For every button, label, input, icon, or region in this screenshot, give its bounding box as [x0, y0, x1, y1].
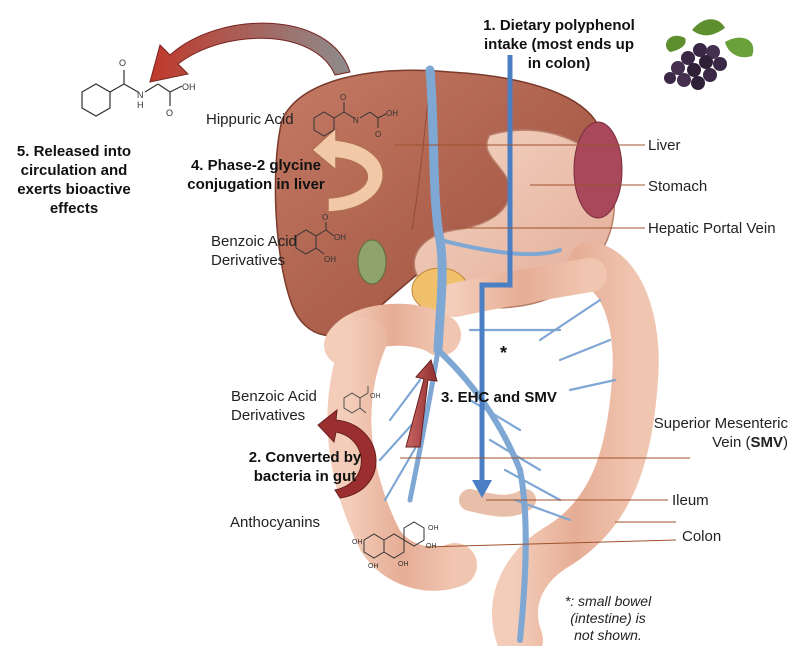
anthocyanin-oh2: OH — [368, 563, 379, 570]
step-1-label: 1. Dietary polyphenol intake (most ends … — [474, 16, 644, 73]
anthocyanin-oh1: OH — [352, 539, 363, 546]
smv-line-1: Superior Mesenteric — [640, 414, 788, 433]
footnote-line-2: (intestine) is — [553, 610, 663, 627]
hippuric-acid-label: Hippuric Acid — [206, 110, 294, 129]
step-4-line-2: conjugation in liver — [176, 175, 336, 194]
anthocyanin-oh5: OH — [426, 543, 437, 550]
hippuric-top-o1: O — [119, 58, 126, 68]
benzoic-lower-line-1: Benzoic Acid — [231, 387, 317, 406]
step-5-line-1: 5. Released into — [4, 142, 144, 161]
step-5-label: 5. Released into circulation and exerts … — [4, 142, 144, 218]
benzoic-upper-line-1: Benzoic Acid — [211, 232, 297, 251]
anthocyanin-oh3: OH — [398, 561, 409, 568]
footnote-asterisk: * — [500, 344, 507, 363]
benzoic-colon-oh: OH — [370, 393, 381, 400]
hippuric-top-o2: O — [166, 108, 173, 118]
smv-abbr: SMV — [750, 434, 783, 451]
step-5-line-4: effects — [4, 199, 144, 218]
benzoic-liver-oh1: OH — [334, 233, 346, 242]
colon-label: Colon — [682, 527, 721, 546]
footnote-line-1: *: small bowel — [553, 593, 663, 610]
step-4-line-1: 4. Phase-2 glycine — [176, 156, 336, 175]
step-1-line-2: intake (most ends up — [474, 35, 644, 54]
benzoic-upper-line-2: Derivatives — [211, 251, 297, 270]
smv-prefix: Vein ( — [712, 434, 750, 451]
benzoic-acid-lower-label: Benzoic Acid Derivatives — [231, 387, 317, 425]
smv-label: Superior Mesenteric Vein (SMV) — [640, 414, 788, 452]
step-5-line-2: circulation and — [4, 161, 144, 180]
step-1-line-1: 1. Dietary polyphenol — [474, 16, 644, 35]
step-1-line-3: in colon) — [474, 54, 644, 73]
ehc-arrow — [406, 360, 437, 447]
release-curved-arrow — [150, 23, 350, 82]
anthocyanin-oh4: OH — [428, 525, 439, 532]
hippuric-liver-n: N — [353, 116, 359, 125]
hippuric-top-oh: OH — [182, 82, 196, 92]
grapes-icon — [664, 19, 753, 90]
footnote-line-3: not shown. — [553, 627, 663, 644]
anthocyanins-label: Anthocyanins — [230, 513, 320, 532]
benzoic-lower-line-2: Derivatives — [231, 406, 317, 425]
step-5-line-3: exerts bioactive — [4, 180, 144, 199]
footnote-text: *: small bowel (intestine) is not shown. — [553, 593, 663, 644]
hippuric-liver-o1: O — [340, 93, 346, 102]
step-3-label: 3. EHC and SMV — [441, 388, 557, 407]
smv-line-2: Vein (SMV) — [640, 433, 788, 452]
step-2-line-2: bacteria in gut — [240, 467, 370, 486]
stomach-label: Stomach — [648, 177, 707, 196]
benzoic-liver-oh2: OH — [324, 255, 336, 264]
benzoic-liver-o: O — [322, 213, 328, 222]
colon-organ — [345, 265, 636, 640]
step-4-label: 4. Phase-2 glycine conjugation in liver — [176, 156, 336, 194]
hippuric-top-h: H — [137, 100, 144, 110]
step-2-label: 2. Converted by bacteria in gut — [240, 448, 370, 486]
benzoic-acid-upper-label: Benzoic Acid Derivatives — [211, 232, 297, 270]
liver-label: Liver — [648, 136, 681, 155]
smv-suffix: ) — [783, 434, 788, 451]
step-2-line-1: 2. Converted by — [240, 448, 370, 467]
hepatic-portal-vein-label: Hepatic Portal Vein — [648, 219, 776, 238]
ileum-label: Ileum — [672, 491, 709, 510]
hippuric-liver-o2: O — [375, 130, 381, 139]
hippuric-liver-oh: OH — [386, 109, 398, 118]
hippuric-top-n: N — [137, 90, 144, 100]
